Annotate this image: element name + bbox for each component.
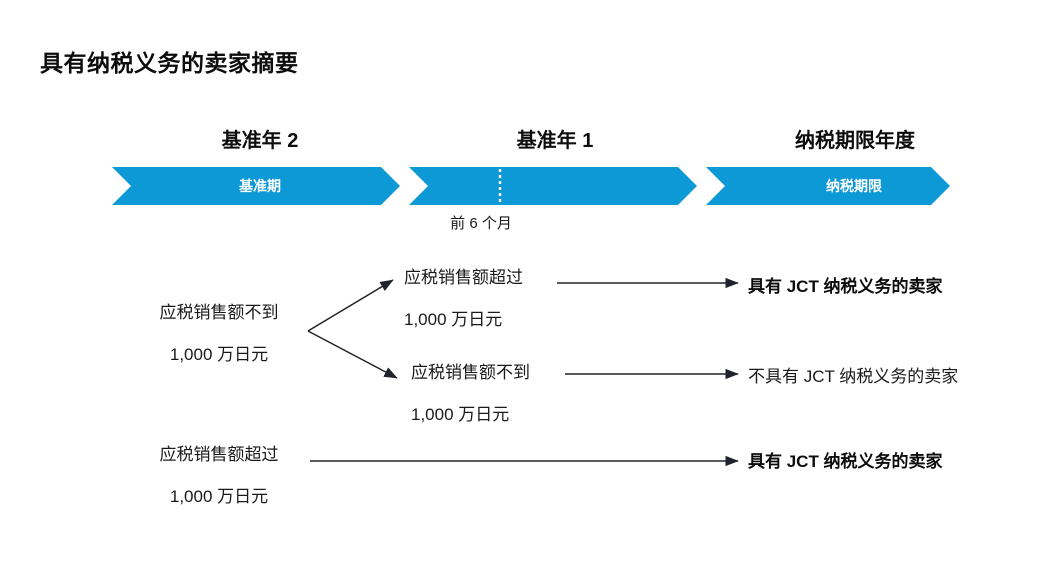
timeline-chevron-band: 基准期 纳税期限 <box>112 167 950 205</box>
flow-node-outcome-2: 不具有 JCT 纳税义务的卖家 <box>748 367 959 386</box>
flow-node-source-1-line2: 1,000 万日元 <box>169 345 269 364</box>
label-previous-six-months: 前 6 个月 <box>450 215 512 232</box>
connector-fork-upper <box>307 279 394 332</box>
chevron-segment-tax-period <box>706 167 950 205</box>
chevron-segment-base-period <box>112 167 400 205</box>
timeline-heading-base-year-1: 基准年 1 <box>516 130 594 152</box>
flow-node-branch-high: 应税销售额超过 1,000 万日元 <box>404 257 523 341</box>
flow-node-source-1: 应税销售额不到 1,000 万日元 <box>160 292 279 376</box>
flow-node-branch-high-line1: 应税销售额超过 <box>404 268 523 287</box>
flow-node-branch-low-line1: 应税销售额不到 <box>411 363 530 382</box>
flow-node-outcome-3: 具有 JCT 纳税义务的卖家 <box>748 452 943 471</box>
chevron-band-svg <box>112 167 950 205</box>
flow-node-branch-high-line2: 1,000 万日元 <box>404 310 503 329</box>
timeline-heading-tax-period-year: 纳税期限年度 <box>795 130 915 152</box>
flow-node-outcome-1: 具有 JCT 纳税义务的卖家 <box>748 277 943 296</box>
flow-node-source-2: 应税销售额超过 1,000 万日元 <box>160 434 279 518</box>
flow-node-branch-low: 应税销售额不到 1,000 万日元 <box>411 352 530 436</box>
flow-node-source-2-line2: 1,000 万日元 <box>169 487 269 506</box>
connector-fork-lower <box>307 330 398 379</box>
flow-node-branch-low-line2: 1,000 万日元 <box>411 405 510 424</box>
timeline-heading-base-year-2: 基准年 2 <box>221 130 299 152</box>
page-title: 具有纳税义务的卖家摘要 <box>40 50 299 76</box>
flow-node-source-1-line1: 应税销售额不到 <box>159 303 279 322</box>
chevron-segment-base-year-1 <box>409 167 697 205</box>
flow-node-source-2-line1: 应税销售额超过 <box>159 445 279 464</box>
